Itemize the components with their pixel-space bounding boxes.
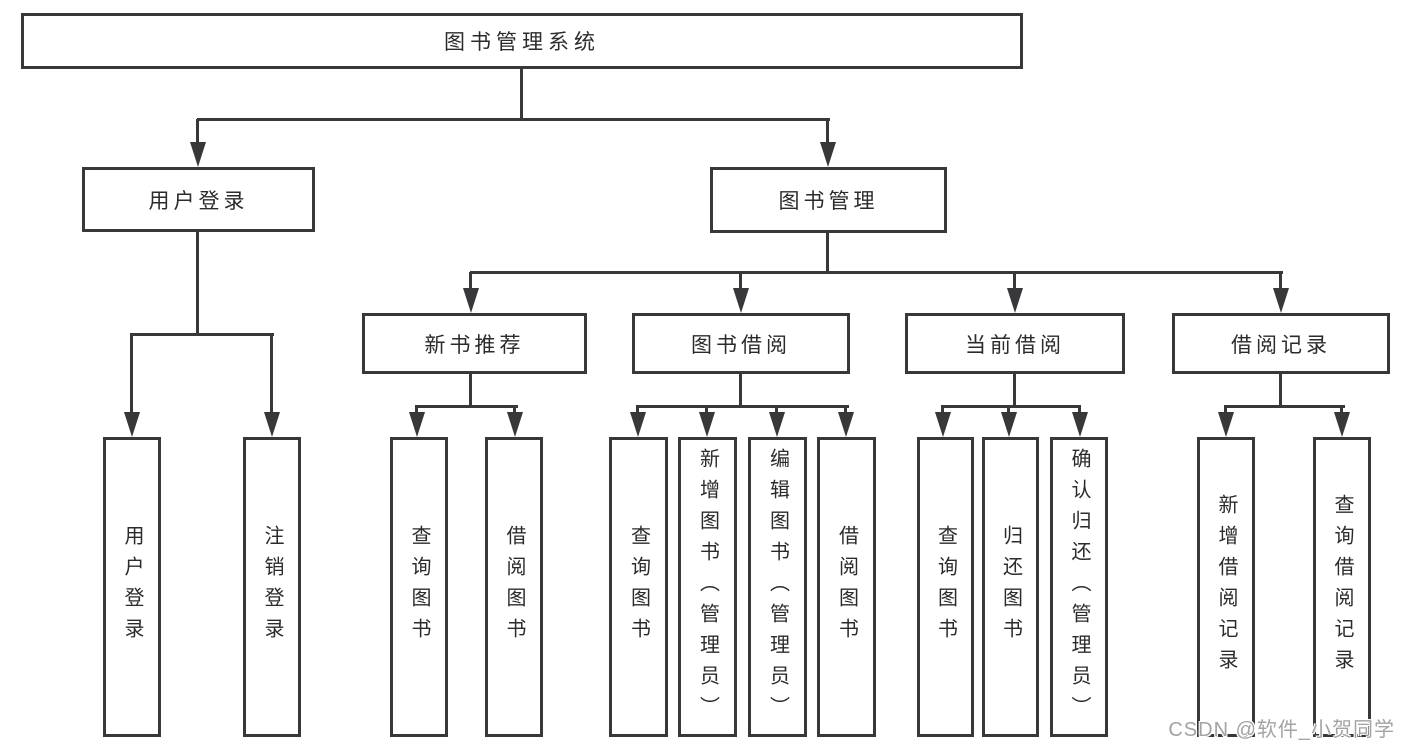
arrowhead-borrow-records bbox=[1273, 288, 1289, 313]
edge-drop bbox=[1340, 406, 1343, 414]
arrowhead bbox=[630, 412, 646, 437]
edge-drop bbox=[1007, 406, 1010, 414]
node-user-login: 用户登录 bbox=[82, 167, 315, 232]
edge-borrow-records-rail bbox=[1224, 405, 1345, 408]
arrowhead bbox=[1334, 412, 1350, 437]
edge-new-book-stem bbox=[469, 372, 472, 407]
node-label: 新增图书（管理员） bbox=[696, 447, 719, 727]
leaf-user-login: 用户登录 bbox=[103, 437, 161, 737]
edge-user-login-rail bbox=[130, 333, 274, 336]
leaf-add-borrow-record: 新增借阅记录 bbox=[1197, 437, 1255, 737]
node-root-library-management-system: 图书管理系统 bbox=[21, 13, 1023, 69]
node-label: 新书推荐 bbox=[424, 333, 525, 357]
node-label: 用户登录 bbox=[148, 189, 249, 213]
edge-drop bbox=[1224, 406, 1227, 414]
csdn-watermark: CSDN @软件_小贺同学 bbox=[1168, 719, 1395, 741]
node-current-borrowing: 当前借阅 bbox=[905, 313, 1125, 374]
edge-root-rail bbox=[197, 118, 830, 121]
edge-drop bbox=[705, 406, 708, 414]
arrowhead bbox=[935, 412, 951, 437]
edge-drop bbox=[775, 406, 778, 414]
edge-book-mgmt-stem bbox=[826, 231, 829, 273]
arrowhead bbox=[1072, 412, 1088, 437]
leaf-borrow-books: 借阅图书 bbox=[817, 437, 876, 737]
node-label: 确认归还（管理员） bbox=[1068, 447, 1090, 727]
node-label: 注销登录 bbox=[261, 525, 283, 649]
edge-current-borrow-stem bbox=[1013, 372, 1016, 407]
leaf-return-books: 归还图书 bbox=[982, 437, 1039, 737]
node-label: 查询图书 bbox=[627, 525, 650, 649]
edge-drop-logout-leaf bbox=[270, 334, 273, 414]
edge-book-borrow-rail bbox=[636, 405, 849, 408]
node-label: 图书管理系统 bbox=[444, 31, 600, 54]
leaf-confirm-return-admin: 确认归还（管理员） bbox=[1050, 437, 1108, 737]
arrowhead-user-login bbox=[190, 142, 206, 167]
arrowhead-logout-leaf bbox=[264, 412, 280, 437]
edge-drop-current-borrow bbox=[1013, 272, 1016, 290]
leaf-add-books-admin: 新增图书（管理员） bbox=[678, 437, 737, 737]
node-label: 查询图书 bbox=[934, 525, 957, 649]
edge-drop bbox=[415, 406, 418, 414]
edge-root-stem bbox=[520, 66, 523, 120]
edge-drop-book-mgmt bbox=[826, 119, 829, 144]
node-new-book-recommendation: 新书推荐 bbox=[362, 313, 587, 374]
arrowhead bbox=[1218, 412, 1234, 437]
edge-drop bbox=[636, 406, 639, 414]
arrowhead bbox=[409, 412, 425, 437]
edge-drop-book-borrow bbox=[739, 272, 742, 290]
edge-book-mgmt-rail bbox=[470, 271, 1283, 274]
arrowhead-login-leaf bbox=[124, 412, 140, 437]
node-book-borrowing: 图书借阅 bbox=[632, 313, 850, 374]
node-book-management: 图书管理 bbox=[710, 167, 947, 233]
edge-drop bbox=[941, 406, 944, 414]
node-label: 编辑图书（管理员） bbox=[766, 447, 789, 727]
edge-book-borrow-stem bbox=[739, 372, 742, 407]
arrowhead-current-borrow bbox=[1007, 288, 1023, 313]
leaf-query-books-borrow: 查询图书 bbox=[609, 437, 668, 737]
leaf-query-books-recommend: 查询图书 bbox=[390, 437, 448, 737]
edge-user-login-stem bbox=[196, 230, 199, 335]
node-borrowing-records: 借阅记录 bbox=[1172, 313, 1390, 374]
edge-drop-user-login bbox=[196, 119, 199, 144]
arrowhead-new-book bbox=[463, 288, 479, 313]
node-label: 新增借阅记录 bbox=[1215, 494, 1237, 680]
edge-drop bbox=[1078, 406, 1081, 414]
edge-drop-borrow-records bbox=[1279, 272, 1282, 290]
arrowhead bbox=[838, 412, 854, 437]
edge-drop bbox=[844, 406, 847, 414]
leaf-logout: 注销登录 bbox=[243, 437, 301, 737]
node-label: 当前借阅 bbox=[965, 333, 1065, 357]
node-label: 图书借阅 bbox=[691, 333, 791, 357]
leaf-query-books-current: 查询图书 bbox=[917, 437, 974, 737]
node-label: 借阅图书 bbox=[835, 525, 858, 649]
arrowhead bbox=[1001, 412, 1017, 437]
arrowhead bbox=[699, 412, 715, 437]
leaf-edit-books-admin: 编辑图书（管理员） bbox=[748, 437, 807, 737]
edge-drop-login-leaf bbox=[130, 334, 133, 414]
edge-current-borrow-rail bbox=[941, 405, 1081, 408]
edge-drop-new-book bbox=[469, 272, 472, 290]
arrowhead-book-borrow bbox=[733, 288, 749, 313]
node-label: 查询借阅记录 bbox=[1331, 494, 1353, 680]
node-label: 归还图书 bbox=[999, 525, 1022, 649]
node-label: 借阅图书 bbox=[503, 525, 525, 649]
node-label: 图书管理 bbox=[778, 190, 879, 213]
arrowhead bbox=[769, 412, 785, 437]
node-label: 用户登录 bbox=[121, 525, 143, 649]
node-label: 查询图书 bbox=[408, 525, 430, 649]
edge-borrow-records-stem bbox=[1279, 372, 1282, 407]
leaf-borrow-books-recommend: 借阅图书 bbox=[485, 437, 543, 737]
edge-new-book-rail bbox=[415, 405, 518, 408]
arrowhead-book-mgmt bbox=[820, 142, 836, 167]
node-label: 借阅记录 bbox=[1231, 333, 1331, 357]
arrowhead bbox=[507, 412, 523, 437]
leaf-query-borrow-record: 查询借阅记录 bbox=[1313, 437, 1371, 737]
edge-drop bbox=[513, 406, 516, 414]
